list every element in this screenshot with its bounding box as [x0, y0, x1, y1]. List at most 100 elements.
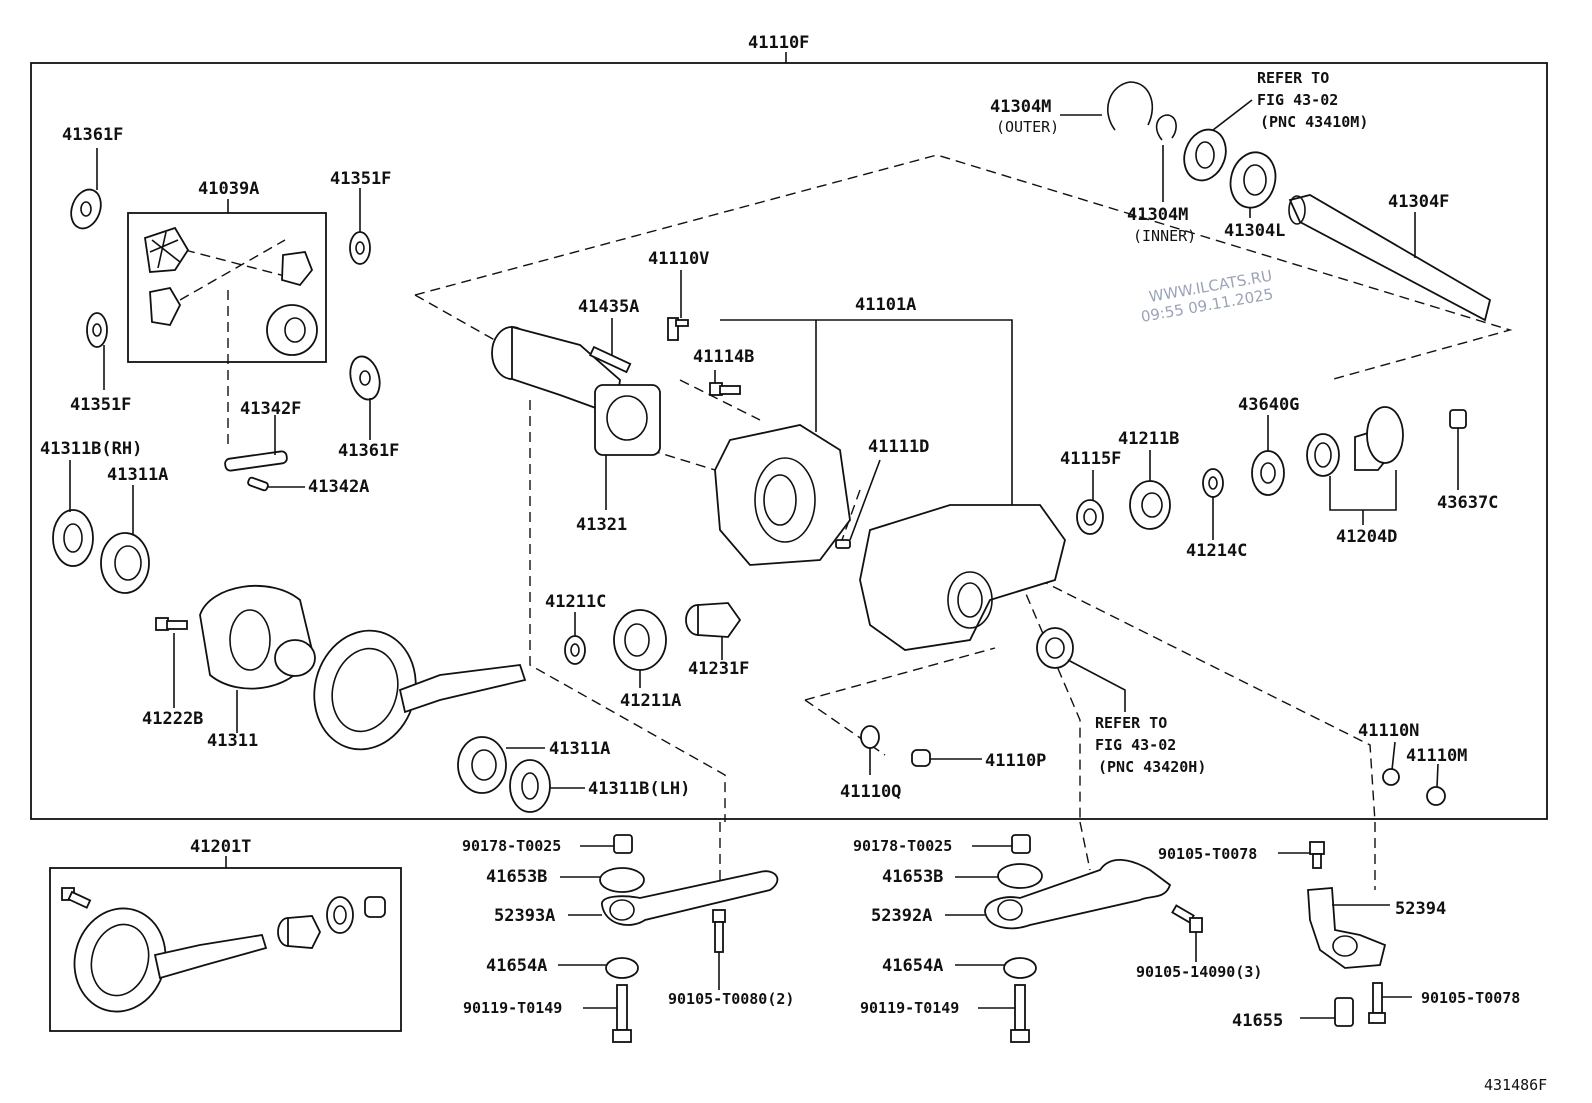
callout-41114B[interactable]: 41114B	[693, 347, 754, 367]
callout-41211A[interactable]: 41211A	[620, 691, 681, 711]
collar-icon	[1334, 997, 1354, 1027]
mount-bracket-icon	[601, 870, 779, 926]
bolt-icon	[1368, 982, 1386, 1024]
callout-52392A[interactable]: 52392A	[871, 906, 932, 926]
bearing-race-icon	[509, 759, 551, 813]
refer-note-bottom-line2: FIG 43-02	[1095, 736, 1176, 754]
callout-90105-14090[interactable]: 90105-14090(3)	[1136, 963, 1262, 981]
side-gear-icon	[143, 226, 190, 273]
snap-ring-icon	[1155, 114, 1177, 141]
assembly-label: 41110F	[748, 33, 809, 53]
callout-41653B-a[interactable]: 41653B	[486, 867, 547, 887]
callout-41115F[interactable]: 41115F	[1060, 449, 1121, 469]
carrier-housing-icon	[859, 504, 1066, 651]
axle-tube-icon	[491, 325, 661, 456]
callout-41351F_b[interactable]: 41351F	[70, 395, 131, 415]
callout-52394[interactable]: 52394	[1395, 899, 1446, 919]
qualifier-outer: (OUTER)	[996, 118, 1059, 136]
side-gear-icon	[266, 304, 318, 356]
callout-41110Q[interactable]: 41110Q	[840, 782, 901, 802]
nut-icon	[1449, 409, 1467, 429]
callout-41654A-b[interactable]: 41654A	[882, 956, 943, 976]
callout-90105-T0080[interactable]: 90105-T0080(2)	[668, 990, 794, 1008]
callout-41311B_RH[interactable]: 41311B(RH)	[40, 439, 142, 459]
callout-41304M-outer[interactable]: 41304M	[990, 97, 1051, 117]
callout-41231F[interactable]: 41231F	[688, 659, 749, 679]
callout-41110M[interactable]: 41110M	[1406, 746, 1467, 766]
callout-41110N[interactable]: 41110N	[1358, 721, 1419, 741]
callout-90178-b[interactable]: 90178-T0025	[853, 837, 952, 855]
callout-41304L[interactable]: 41304L	[1224, 221, 1285, 241]
bolt-icon	[1309, 841, 1325, 869]
refer-note-bottom-line1: REFER TO	[1095, 714, 1167, 732]
plug-icon	[1426, 786, 1446, 806]
nut-icon	[1011, 834, 1031, 854]
callout-41311B_LH[interactable]: 41311B(LH)	[588, 779, 690, 799]
callout-41111D[interactable]: 41111D	[868, 437, 929, 457]
oil-seal-icon	[1251, 450, 1285, 496]
callout-41304M-inner[interactable]: 41304M	[1127, 205, 1188, 225]
refer-note-top-line3: (PNC 43410M)	[1260, 113, 1368, 131]
callout-90105-T0078-a[interactable]: 90105-T0078	[1158, 845, 1257, 863]
refer-note-top-line2: FIG 43-02	[1257, 91, 1338, 109]
callout-41039A[interactable]: 41039A	[198, 179, 259, 199]
bearing-icon	[457, 736, 507, 794]
ring-pinion-gear-icon	[313, 629, 527, 751]
nut-icon	[613, 834, 633, 854]
dowel-pin-icon	[835, 539, 851, 549]
callout-41304F[interactable]: 41304F	[1388, 192, 1449, 212]
callout-90119-b[interactable]: 90119-T0149	[860, 999, 959, 1017]
callout-41110V[interactable]: 41110V	[648, 249, 709, 269]
callout-41311A_a[interactable]: 41311A	[107, 465, 168, 485]
callout-41101A[interactable]: 41101A	[855, 295, 916, 315]
callout-41110P[interactable]: 41110P	[985, 751, 1046, 771]
callout-41351F_a[interactable]: 41351F	[330, 169, 391, 189]
callout-41311A_b[interactable]: 41311A	[549, 739, 610, 759]
mount-bracket-icon	[984, 858, 1172, 930]
callout-90105-T0078-b[interactable]: 90105-T0078	[1421, 989, 1520, 1007]
callout-41361F_a[interactable]: 41361F	[62, 125, 123, 145]
callout-41655[interactable]: 41655	[1232, 1011, 1283, 1031]
callout-41342A[interactable]: 41342A	[308, 477, 369, 497]
callout-41211C[interactable]: 41211C	[545, 592, 606, 612]
callout-41361F_b[interactable]: 41361F	[338, 441, 399, 461]
dashed-axis-c	[841, 489, 861, 541]
callout-90119-a[interactable]: 90119-T0149	[463, 999, 562, 1017]
callout-41222B[interactable]: 41222B	[142, 709, 203, 729]
callout-41321[interactable]: 41321	[576, 515, 627, 535]
callout-41201T[interactable]: 41201T	[190, 837, 251, 857]
seal-icon	[1076, 499, 1104, 535]
kit-41039A-frame	[127, 212, 327, 363]
dashed-boundary-upper	[414, 154, 1513, 381]
pin-icon	[247, 476, 269, 492]
pinion-gear-icon	[149, 286, 182, 326]
qualifier-inner: (INNER)	[1133, 227, 1196, 245]
callout-41342F[interactable]: 41342F	[240, 399, 301, 419]
companion-flange-icon	[1306, 406, 1404, 477]
bearing-icon	[100, 532, 150, 594]
bolt-icon	[1171, 904, 1203, 933]
callout-41435A[interactable]: 41435A	[578, 297, 639, 317]
dashed-boundary-left	[414, 294, 531, 361]
callout-90178-a[interactable]: 90178-T0025	[462, 837, 561, 855]
callout-41653B-b[interactable]: 41653B	[882, 867, 943, 887]
spacer-icon	[685, 602, 742, 638]
callout-41211B[interactable]: 41211B	[1118, 429, 1179, 449]
refer-note-top-line1: REFER TO	[1257, 69, 1329, 87]
dashed-gear-a	[184, 249, 301, 281]
leader	[1212, 99, 1253, 131]
callout-43637C[interactable]: 43637C	[1437, 493, 1498, 513]
carrier-cover-icon	[714, 424, 851, 566]
bearing-race-icon	[52, 509, 94, 567]
callout-41214C[interactable]: 41214C	[1186, 541, 1247, 561]
bearing-icon	[1129, 480, 1171, 530]
callout-41654A-a[interactable]: 41654A	[486, 956, 547, 976]
bolt-icon	[1010, 984, 1030, 1043]
callout-41204D[interactable]: 41204D	[1336, 527, 1397, 547]
callout-41311[interactable]: 41311	[207, 731, 258, 751]
spacer-icon	[1202, 468, 1224, 498]
callout-43640G[interactable]: 43640G	[1238, 395, 1299, 415]
callout-52393A[interactable]: 52393A	[494, 906, 555, 926]
leader-41204D	[1329, 470, 1397, 511]
